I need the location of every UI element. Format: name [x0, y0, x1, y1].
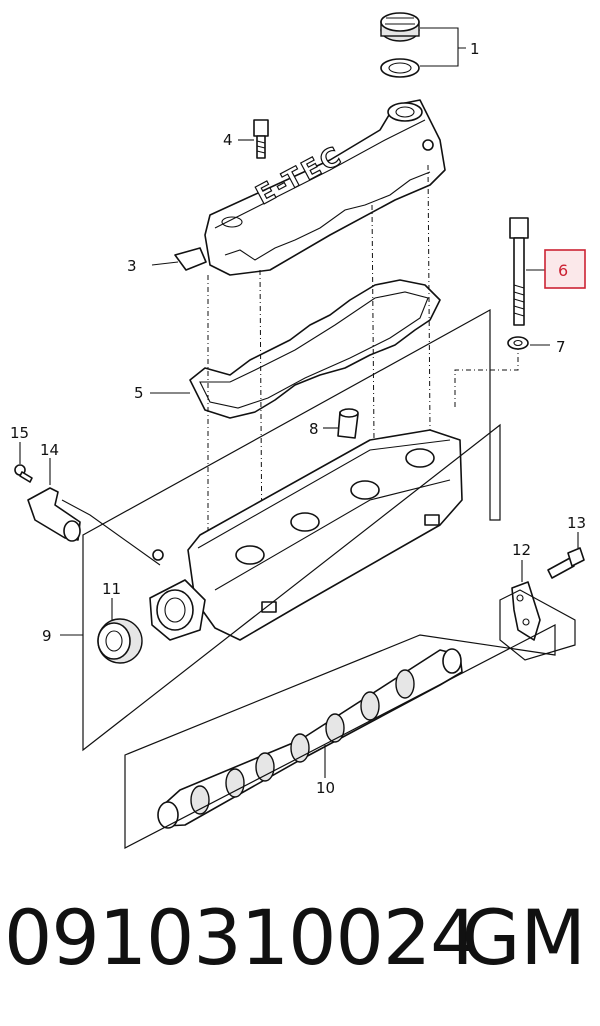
footer: 0910310024 GM: [0, 888, 600, 998]
camshaft-sensor: [27, 487, 81, 542]
cover-gasket: [189, 279, 441, 419]
callout-7: 7: [556, 338, 566, 356]
callout-13: 13: [567, 514, 586, 532]
oil-seal: [97, 618, 143, 664]
exploded-parts-diagram: 1 4 E-TEC 3 5 6: [10, 12, 586, 849]
cylinder-head-cover: [174, 99, 446, 276]
callout-14: 14: [40, 441, 59, 459]
callout-4: 4: [223, 131, 233, 149]
callout-5: 5: [134, 384, 144, 402]
brand: GM: [461, 893, 586, 982]
callout-6: 6: [558, 261, 568, 280]
sensor-bolt: [14, 464, 33, 483]
sleeve: [337, 408, 359, 439]
callout-3: 3: [127, 257, 137, 275]
callout-12: 12: [512, 541, 531, 559]
oil-filler-cap: [380, 12, 420, 42]
callout-11: 11: [102, 580, 121, 598]
callout-8: 8: [309, 420, 319, 438]
callout-10: 10: [316, 779, 335, 797]
callout-15: 15: [10, 424, 29, 442]
part-number: 0910310024: [4, 893, 479, 982]
callout-1: 1: [470, 40, 480, 58]
washer: [507, 336, 529, 350]
cover-bolt: [253, 119, 269, 159]
oil-cap-seal-ring: [380, 58, 420, 78]
bracket: [511, 581, 541, 641]
callout-9: 9: [42, 627, 52, 645]
bracket-bolt: [547, 547, 585, 579]
camshaft: [157, 648, 463, 829]
highlight-box-6: [544, 249, 586, 289]
long-bolt: [509, 217, 529, 326]
camshaft-housing: [149, 429, 463, 641]
